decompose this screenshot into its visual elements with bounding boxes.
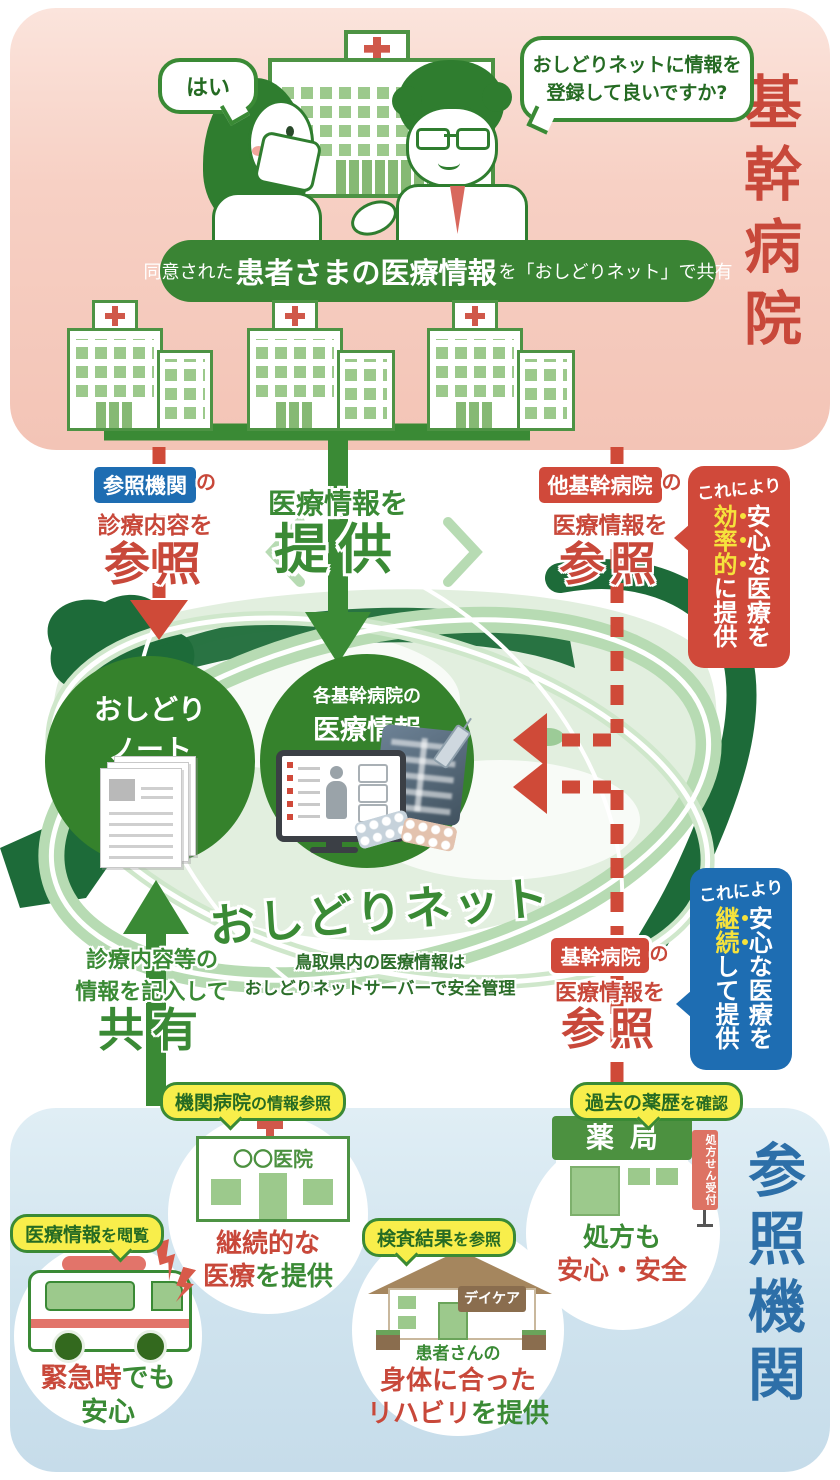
efficient-callout-pointer	[674, 524, 690, 552]
reference-into-circle-arrow-1	[513, 713, 547, 767]
doctor-smile	[438, 156, 460, 170]
continuous-care-callout: これにより 安心な医療を 継続して提供	[690, 868, 792, 1070]
monitor-stand	[310, 847, 358, 853]
ambulance-caption: 緊急時でも 安心	[40, 1363, 176, 1428]
flow-right-reference-label: 他基幹病院の 医療情報を 参照	[510, 466, 710, 588]
prescription-banner: 処方せん受付	[692, 1130, 718, 1210]
share-arrow-head	[123, 880, 189, 934]
reference-into-circle-arrow-2	[513, 760, 547, 814]
pharmacy-caption: 処方も 安心・安全	[556, 1223, 687, 1286]
doctor-speech-bubble: おしどりネットに情報を 登録して良いですか?	[520, 36, 754, 135]
banner-suffix: を「おしどりネット」で共有	[498, 262, 733, 283]
patient-eye	[286, 126, 294, 137]
share-label: 診療内容等の 情報を記入して 共有	[52, 942, 252, 1054]
banner-strong: 患者さまの医療情報	[235, 256, 497, 290]
daycare-planter-right	[522, 1330, 546, 1350]
clinic-badge: 機関病院の情報参照	[160, 1082, 347, 1121]
flow-center-big: 提供	[274, 518, 402, 581]
core-hospital-badge: 基幹病院	[551, 938, 650, 973]
ambulance-wheel-rear	[52, 1330, 85, 1363]
doctor-glasses-right	[456, 128, 490, 150]
pharmacy-badge: 過去の薬歴を確認	[570, 1082, 744, 1121]
reference-left-arrow-head	[130, 600, 188, 640]
ambulance-lightbar	[62, 1256, 146, 1272]
clinic-sign: 〇〇医院	[233, 1147, 313, 1171]
doctor-speech-line2: 登録して良いですか?	[546, 82, 728, 104]
pharmacy-sign: 薬局	[552, 1116, 692, 1160]
patient-speech-bubble: はい	[158, 58, 258, 127]
reference-institution-badge: 参照機関	[94, 466, 196, 503]
efficient-care-callout: これにより 安心な医療を 効率的に提供	[688, 466, 790, 668]
patient-speech-text: はい	[185, 76, 230, 101]
flow-right-big: 参照	[559, 536, 661, 591]
flow-left-big: 参照	[104, 536, 206, 591]
daycare-badge: 検査結果を参照	[362, 1218, 517, 1257]
network-subtitle-2: おしどりネットサーバーで安全管理	[244, 979, 516, 999]
clinic-building: 〇〇医院	[196, 1136, 350, 1222]
medical-info-circle: 各基幹病院の 医療情報	[260, 654, 474, 868]
reference-institution-side-label: 参照機関	[738, 1140, 806, 1412]
daycare-sign: デイケア	[458, 1286, 526, 1312]
info-circle-line1: 各基幹病院の	[313, 686, 421, 707]
prescription-banner-pole	[703, 1210, 706, 1224]
pharmacy-walls	[556, 1160, 688, 1216]
flow-left-reference-label: 参照機関の 診療内容を 参照	[55, 466, 255, 588]
flow-center-provide-label: 医療情報を 提供	[238, 482, 438, 579]
note-circle-line1: おしどり	[93, 693, 206, 726]
daycare-planter-left	[376, 1330, 400, 1350]
consent-banner: 同意された 患者さまの医療情報 を「おしどりネット」で共有	[144, 240, 733, 302]
clinic-caption: 継続的な 医療を提供	[202, 1229, 334, 1292]
reference-big: 参照	[561, 1004, 659, 1055]
continuous-callout-pointer	[676, 990, 692, 1018]
daycare-caption: 患者さんの 身体に合った リハビリを提供	[366, 1344, 550, 1429]
red-cross-icon	[364, 37, 390, 61]
continuous-callout-header: これにより	[698, 877, 785, 907]
network-subtitle-1: 鳥取県内の医療情報は	[295, 953, 465, 973]
oshidori-note-circle: おしどり ノート	[45, 656, 255, 868]
flow-center-line: 医療情報を	[267, 487, 408, 520]
ambulance-wheel-front	[134, 1330, 167, 1363]
share-big: 共有	[98, 1003, 206, 1057]
continuous-callout-main: 安心な医療を	[744, 906, 773, 1050]
banner-prefix: 同意された	[143, 262, 234, 283]
continuous-callout-emphasis: 継続	[711, 906, 749, 954]
efficient-callout-emphasis: 効率的	[709, 504, 747, 576]
core-hospital-side-label: 基幹病院	[734, 72, 802, 360]
flow-right-line: 医療情報を	[552, 512, 668, 539]
patient-body	[212, 192, 322, 246]
flow-left-line: 診療内容を	[97, 512, 213, 539]
doctor-glasses-left	[416, 128, 450, 150]
other-core-hospital-badge: 他基幹病院	[538, 466, 662, 503]
clinic-door	[259, 1173, 287, 1219]
efficient-callout-header: これにより	[696, 475, 783, 505]
core-hospital-reference-label: 基幹病院の 医療情報を 参照	[510, 938, 710, 1053]
efficient-callout-main: 安心な医療を	[742, 504, 771, 648]
doctor-speech-line1: おしどりネットに情報を	[532, 53, 742, 76]
ambulance-badge: 医療情報を閲覧	[10, 1214, 165, 1253]
